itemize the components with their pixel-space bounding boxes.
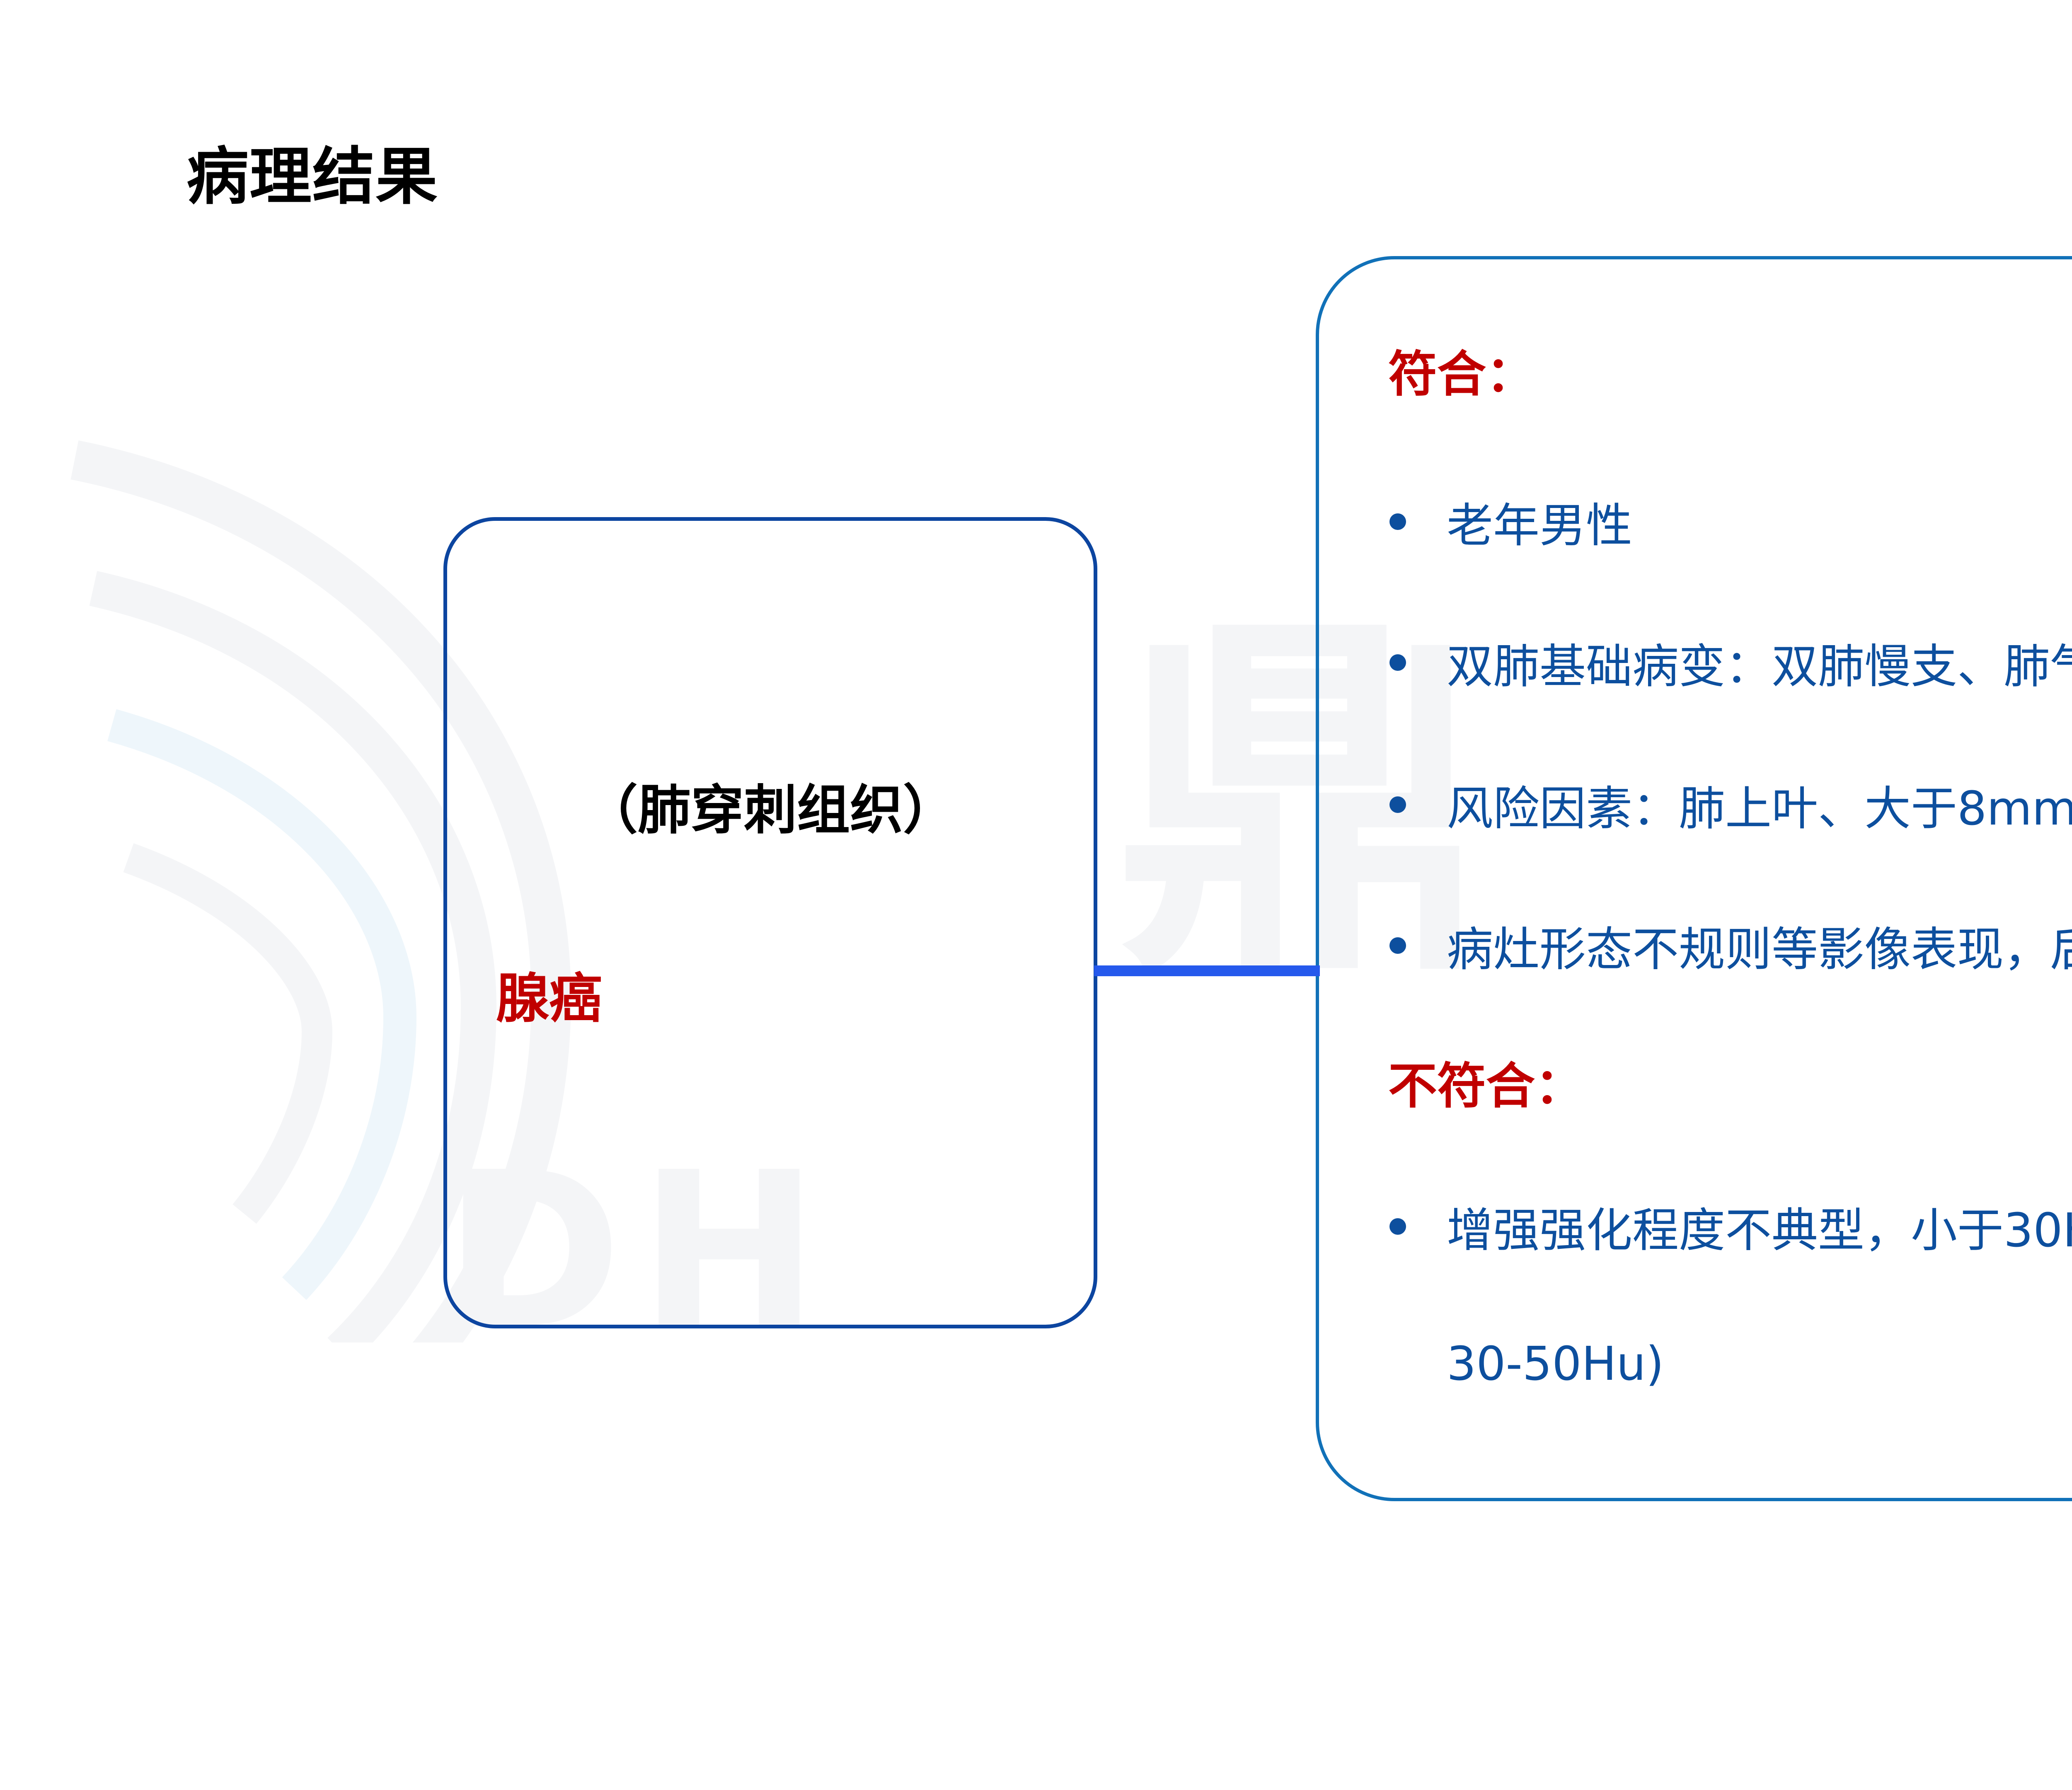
- list-item: 病灶形态不规则等影像表现，后详述: [1389, 926, 2072, 973]
- list-item-label: 老年男性: [1447, 499, 1632, 553]
- list-item-label: 增强强化程度不典型，小于30Hu（一般: [1447, 1204, 2072, 1258]
- analysis-box-content: 符合： 老年男性 双肺基础病变：双肺慢支、肺气肿 风险因素：肺上叶、大于8mm …: [1319, 259, 2072, 1498]
- match-heading: 符合：: [1388, 346, 1535, 403]
- list-item: 增强强化程度不典型，小于30Hu（一般: [1389, 1207, 2072, 1254]
- list-item: 风险因素：肺上叶、大于8mm: [1389, 786, 2072, 832]
- page-title: 病理结果: [186, 141, 439, 213]
- specimen-box: （肺穿刺组织） 腺癌: [443, 517, 1097, 1328]
- connector-line: [1094, 965, 1320, 976]
- bullet-dot-icon: [1389, 654, 1406, 671]
- list-item-label: 风险因素：肺上叶、大于8mm: [1447, 782, 2072, 836]
- bullet-dot-icon: [1389, 796, 1406, 813]
- specimen-box-content: （肺穿刺组织） 腺癌: [447, 521, 1094, 1325]
- bullet-dot-icon: [1389, 937, 1406, 954]
- list-item-continuation: 30-50Hu): [1447, 1337, 1664, 1391]
- bullet-dot-icon: [1389, 1218, 1406, 1235]
- list-item-label: 双肺基础病变：双肺慢支、肺气肿: [1447, 640, 2072, 694]
- specimen-label: （肺穿刺组织）: [584, 779, 956, 841]
- list-item: 老年男性: [1389, 503, 1632, 549]
- list-item-label: 病灶形态不规则等影像表现，后详述: [1447, 923, 2072, 977]
- analysis-box: 符合： 老年男性 双肺基础病变：双肺慢支、肺气肿 风险因素：肺上叶、大于8mm …: [1316, 256, 2072, 1501]
- list-item: 双肺基础病变：双肺慢支、肺气肿: [1389, 643, 2072, 690]
- diagnosis-label: 腺癌: [496, 968, 603, 1030]
- bullet-dot-icon: [1389, 513, 1406, 530]
- nomatch-heading: 不符合：: [1388, 1057, 1584, 1115]
